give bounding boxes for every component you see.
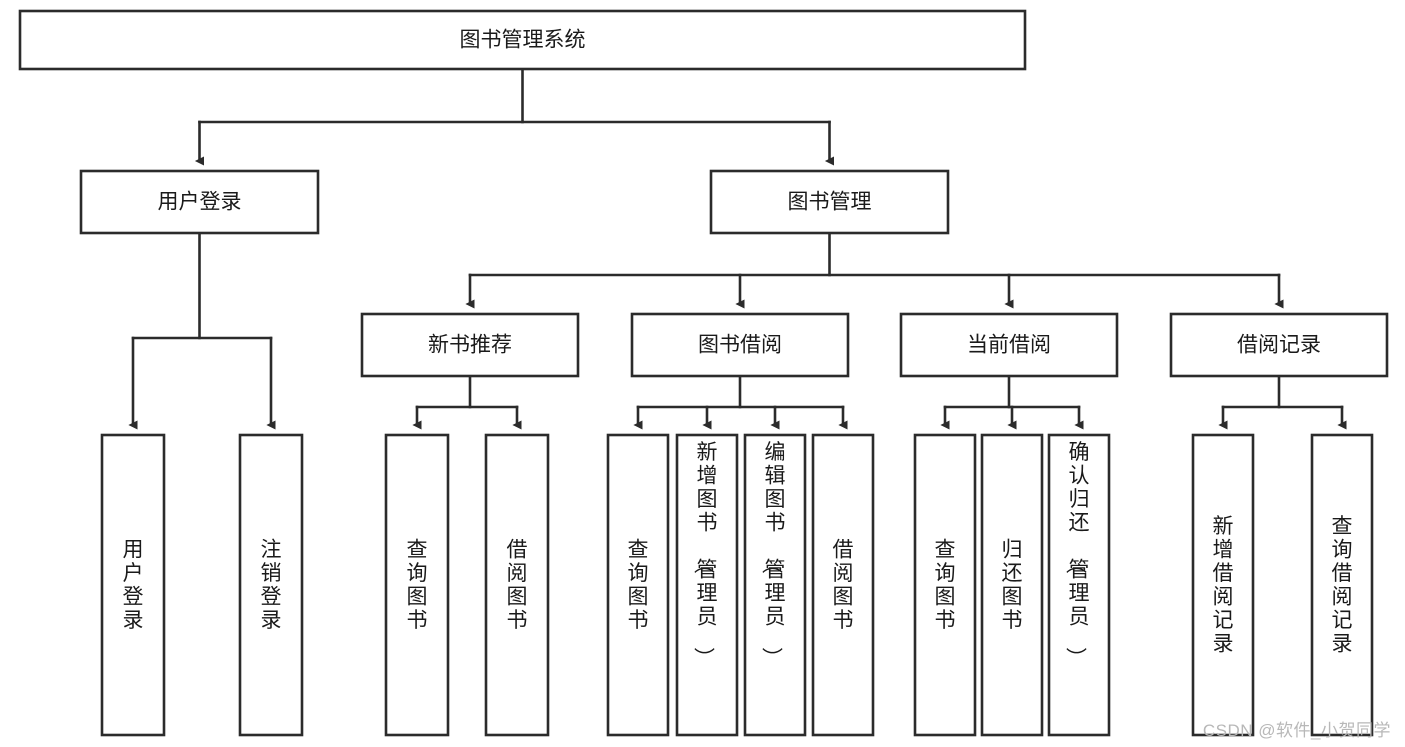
node-leaf-return-book[interactable]: 归还图书 — [980, 433, 1044, 737]
node-box-leaf-add-book — [675, 433, 739, 737]
node-label-leaf-add-book: 新增图书（管理员） — [692, 441, 718, 668]
node-label-current-borrow: 当前借阅 — [967, 334, 1051, 357]
node-label-borrow-record: 借阅记录 — [1237, 334, 1321, 357]
node-box-book-manage — [709, 169, 950, 235]
node-leaf-borrow-book-2[interactable]: 借阅图书 — [811, 433, 875, 737]
node-box-leaf-query-book-3 — [913, 433, 977, 737]
node-label-leaf-logout: 注销登录 — [261, 538, 282, 632]
node-box-root — [18, 9, 1027, 71]
node-leaf-user-login[interactable]: 用户登录 — [100, 433, 166, 737]
node-label-book-borrow: 图书借阅 — [698, 334, 782, 357]
node-box-user-login — [79, 169, 320, 235]
node-box-leaf-confirm-return — [1047, 433, 1111, 737]
edges-layer — [128, 67, 1347, 430]
node-box-leaf-query-book-1 — [384, 433, 450, 737]
edge-group-user-login — [128, 231, 276, 430]
node-book-borrow[interactable]: 图书借阅 — [630, 312, 850, 378]
node-label-book-manage: 图书管理 — [788, 191, 872, 214]
node-new-book-rec[interactable]: 新书推荐 — [360, 312, 580, 378]
node-box-leaf-query-record — [1310, 433, 1374, 737]
node-box-new-book-rec — [360, 312, 580, 378]
node-box-borrow-record — [1169, 312, 1389, 378]
node-leaf-query-book-3[interactable]: 查询图书 — [913, 433, 977, 737]
node-leaf-confirm-return[interactable]: 确认归还（管理员） — [1047, 433, 1111, 737]
node-leaf-add-book[interactable]: 新增图书（管理员） — [675, 433, 739, 737]
node-leaf-query-record[interactable]: 查询借阅记录 — [1310, 433, 1374, 737]
node-label-new-book-rec: 新书推荐 — [428, 334, 512, 357]
node-box-leaf-user-login — [100, 433, 166, 737]
edge-group-root — [194, 67, 834, 166]
node-box-book-borrow — [630, 312, 850, 378]
node-leaf-add-record[interactable]: 新增借阅记录 — [1191, 433, 1255, 737]
node-label-leaf-add-record: 新增借阅记录 — [1213, 515, 1234, 656]
node-box-leaf-edit-book — [743, 433, 807, 737]
node-label-root: 图书管理系统 — [460, 29, 586, 52]
node-user-login[interactable]: 用户登录 — [79, 169, 320, 235]
node-book-manage[interactable]: 图书管理 — [709, 169, 950, 235]
node-box-current-borrow — [899, 312, 1119, 378]
node-box-leaf-borrow-book-2 — [811, 433, 875, 737]
edge-group-book-borrow — [633, 374, 848, 430]
node-leaf-query-book-2[interactable]: 查询图书 — [606, 433, 670, 737]
node-leaf-borrow-book-1[interactable]: 借阅图书 — [484, 433, 550, 737]
node-label-leaf-query-record: 查询借阅记录 — [1332, 515, 1353, 656]
node-label-leaf-return-book: 归还图书 — [1002, 538, 1023, 632]
node-label-leaf-borrow-book-1: 借阅图书 — [507, 538, 528, 632]
node-box-leaf-add-record — [1191, 433, 1255, 737]
edge-group-borrow-record — [1218, 374, 1347, 430]
node-box-leaf-borrow-book-1 — [484, 433, 550, 737]
node-leaf-edit-book[interactable]: 编辑图书（管理员） — [743, 433, 807, 737]
nodes-layer: 图书管理系统用户登录图书管理新书推荐图书借阅当前借阅借阅记录用户登录注销登录查询… — [18, 9, 1389, 737]
node-borrow-record[interactable]: 借阅记录 — [1169, 312, 1389, 378]
node-label-leaf-confirm-return: 确认归还（管理员） — [1064, 441, 1090, 668]
node-current-borrow[interactable]: 当前借阅 — [899, 312, 1119, 378]
node-leaf-logout[interactable]: 注销登录 — [238, 433, 304, 737]
node-leaf-query-book-1[interactable]: 查询图书 — [384, 433, 450, 737]
node-box-leaf-query-book-2 — [606, 433, 670, 737]
node-label-leaf-borrow-book-2: 借阅图书 — [833, 538, 854, 632]
node-box-leaf-logout — [238, 433, 304, 737]
edge-group-current-borrow — [940, 374, 1084, 430]
node-root[interactable]: 图书管理系统 — [18, 9, 1027, 71]
edge-group-new-book-rec — [412, 374, 522, 430]
node-label-leaf-query-book-1: 查询图书 — [407, 538, 428, 632]
node-label-leaf-user-login: 用户登录 — [123, 538, 144, 632]
edge-group-book-manage — [465, 231, 1284, 309]
node-label-leaf-query-book-2: 查询图书 — [628, 538, 649, 632]
node-label-leaf-edit-book: 编辑图书（管理员） — [760, 441, 786, 668]
node-box-leaf-return-book — [980, 433, 1044, 737]
node-label-user-login: 用户登录 — [158, 191, 242, 214]
node-label-leaf-query-book-3: 查询图书 — [935, 538, 956, 632]
